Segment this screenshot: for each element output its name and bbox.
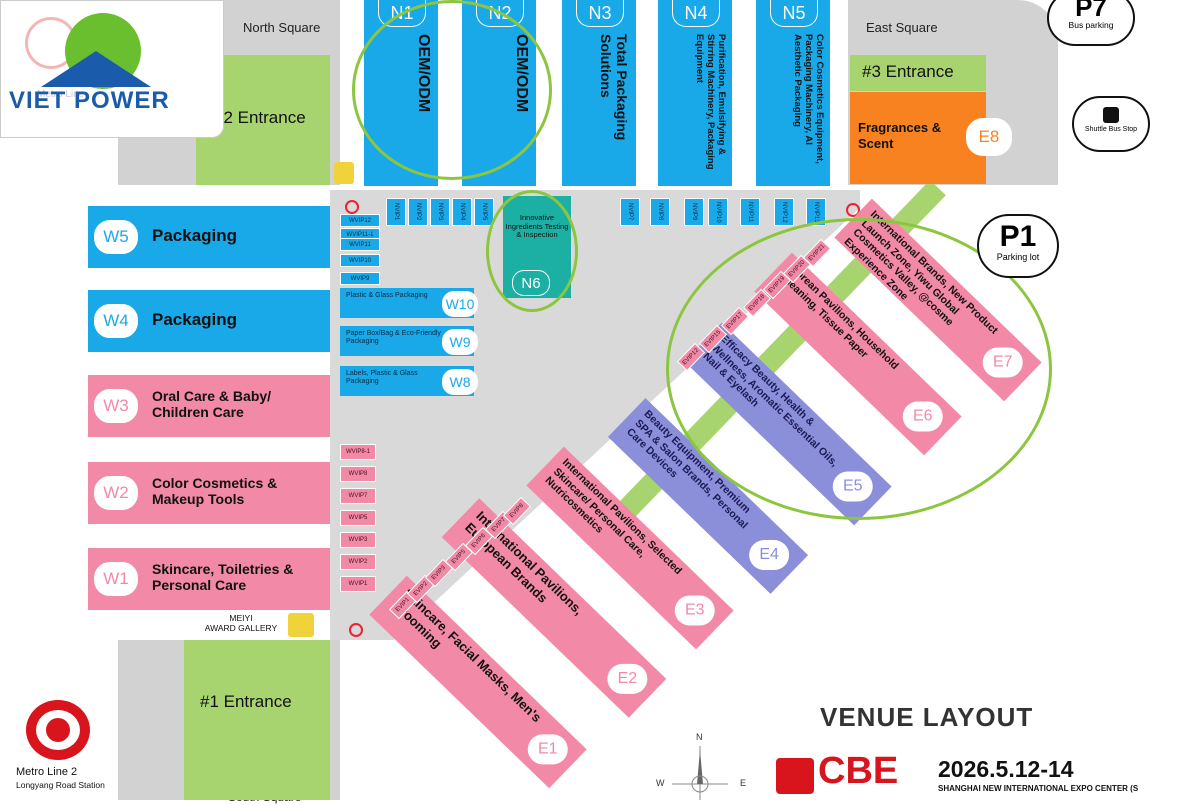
p7-code: P7 [1075, 0, 1107, 22]
hall-e8[interactable] [850, 92, 986, 184]
venue-layout-title: VENUE LAYOUT [820, 702, 1034, 732]
nvip-box[interactable]: NVIP7 [620, 198, 640, 226]
nvip-box[interactable]: NVIP8 [650, 198, 670, 226]
entrance-1-area[interactable] [184, 640, 330, 800]
shuttle-badge[interactable]: Shuttle Bus Stop [1072, 96, 1150, 152]
p7-badge[interactable]: P7 Bus parking [1047, 0, 1135, 46]
hall-w9-code: W9 [442, 329, 478, 355]
watermark-line-label: Metro Line [37, 89, 85, 100]
north-square-label: North Square [243, 20, 321, 35]
nvip-box[interactable]: NVIP12 [774, 198, 794, 226]
brand-name: VIET POWER [9, 87, 170, 114]
wvip-box[interactable]: WVIP8-1 [340, 444, 376, 460]
hall-e8-badge: E8 [966, 118, 1012, 156]
p1-code: P1 [999, 220, 1037, 253]
hall-w5-code: W5 [94, 220, 138, 254]
highlight-ring-n6 [486, 190, 578, 312]
hall-w4-label: Packaging [152, 310, 238, 329]
hall-n5[interactable] [756, 0, 830, 186]
hall-e8-code: E8 [978, 127, 1000, 146]
wvip-box[interactable]: WVIP1 [340, 576, 376, 592]
hall-n4[interactable] [658, 0, 732, 186]
restroom-icon [345, 200, 359, 214]
cbe-logo [776, 758, 814, 794]
hall-w5-label: Packaging [152, 226, 238, 245]
highlight-ring-east [666, 218, 1052, 520]
brand-logo: Metro Line VIET POWER [0, 0, 224, 138]
hall-w2-code: W2 [94, 476, 138, 510]
nvip-box[interactable]: NVIP4 [452, 198, 472, 226]
hall-w8-label: Labels, Plastic & Glass Packaging [346, 370, 418, 386]
metro-line-label: Metro Line 2 [16, 766, 78, 778]
wvip-box[interactable]: WVIP5 [340, 510, 376, 526]
compass-e: E [740, 778, 747, 788]
hall-w4-code: W4 [94, 304, 138, 338]
east-square-label: East Square [866, 20, 938, 35]
restroom-icon [349, 623, 363, 637]
award-gallery-top-icon [334, 162, 354, 184]
wvip-box[interactable]: WVIP11 [340, 238, 380, 251]
hall-w10-label: Plastic & Glass Packaging [346, 292, 428, 299]
hall-w1-label: Skincare, Toiletries & Personal Care [152, 561, 294, 593]
hall-e2-code: E2 [607, 663, 648, 694]
hall-e4-code: E4 [749, 540, 790, 571]
event-date: 2026.5.12-14 [938, 756, 1074, 782]
hall-n3[interactable] [562, 0, 636, 186]
wvip-box[interactable]: WVIP8 [340, 466, 376, 482]
hall-n4-label: Purification, Emulsifying & Stirring Mac… [694, 34, 727, 170]
wvip-box[interactable]: WVIP9 [340, 272, 380, 285]
metro-station-label: Longyang Road Station [16, 780, 105, 790]
bus-icon [1103, 107, 1119, 123]
wvip-box[interactable]: WVIP2 [340, 554, 376, 570]
hall-n4-code: N4 [672, 0, 720, 27]
p7-sub: Bus parking [1068, 20, 1114, 30]
nvip-box[interactable]: NVIP10 [708, 198, 728, 226]
hall-e1-code: E1 [527, 734, 568, 765]
nvip-box[interactable]: NVIP11 [740, 198, 760, 226]
cbe-text: CBE [818, 750, 899, 792]
wvip-box[interactable]: WVIP7 [340, 488, 376, 504]
hall-w9-label: Paper Box/Bag & Eco-Friendly Packaging [346, 330, 441, 346]
hall-w8-code: W8 [442, 369, 478, 395]
entrance-1-label: #1 Entrance [200, 692, 292, 711]
nvip-box[interactable]: NVIP3 [430, 198, 450, 226]
p1-badge[interactable]: P1 Parking lot [977, 214, 1059, 278]
hall-n5-code: N5 [770, 0, 818, 27]
wvip-box[interactable]: WVIP3 [340, 532, 376, 548]
hall-w3-label: Oral Care & Baby/ Children Care [152, 388, 272, 420]
nvip-box[interactable]: NVIP1 [386, 198, 406, 226]
nvip-box[interactable]: NVIP9 [684, 198, 704, 226]
entrance-3-label: #3 Entrance [862, 62, 954, 81]
nvip-box[interactable]: NVIP13 [806, 198, 826, 226]
highlight-ring-north [352, 0, 552, 180]
p1-sub: Parking lot [996, 252, 1040, 262]
compass-icon [664, 740, 736, 800]
shuttle-label: Shuttle Bus Stop [1084, 126, 1138, 133]
hall-w10-code: W10 [442, 291, 478, 317]
award-gallery-icon [288, 613, 314, 637]
nvip-box[interactable]: NVIP5 [474, 198, 494, 226]
entrance-3-area[interactable] [850, 55, 986, 91]
hall-w3-code: W3 [94, 389, 138, 423]
hall-w1-code: W1 [94, 562, 138, 596]
nvip-box[interactable]: NVIP2 [408, 198, 428, 226]
wvip-box[interactable]: WVIP10 [340, 254, 380, 267]
hall-n5-label: Color Cosmetics Equipment, Packaging Mac… [792, 34, 825, 164]
hall-n3-code: N3 [576, 0, 624, 27]
wvip-box[interactable]: WVIP12 [340, 214, 380, 227]
compass-n: N [696, 732, 703, 742]
event-venue: SHANGHAI NEW INTERNATIONAL EXPO CENTER (… [938, 785, 1138, 793]
hall-w2-label: Color Cosmetics & Makeup Tools [152, 475, 278, 507]
entrance-2-label: #2 Entrance [214, 108, 306, 127]
hall-e8-label: Fragrances & Scent [858, 120, 942, 151]
hall-e3-code: E3 [674, 595, 715, 626]
compass-w: W [656, 778, 665, 788]
hall-n3-label: Total Packaging Solutions [597, 34, 630, 141]
award-gallery-label: MEIYI AWARD GALLERY [204, 613, 278, 633]
mountain-shape-icon [41, 51, 151, 87]
metro-logo-icon [26, 700, 90, 760]
